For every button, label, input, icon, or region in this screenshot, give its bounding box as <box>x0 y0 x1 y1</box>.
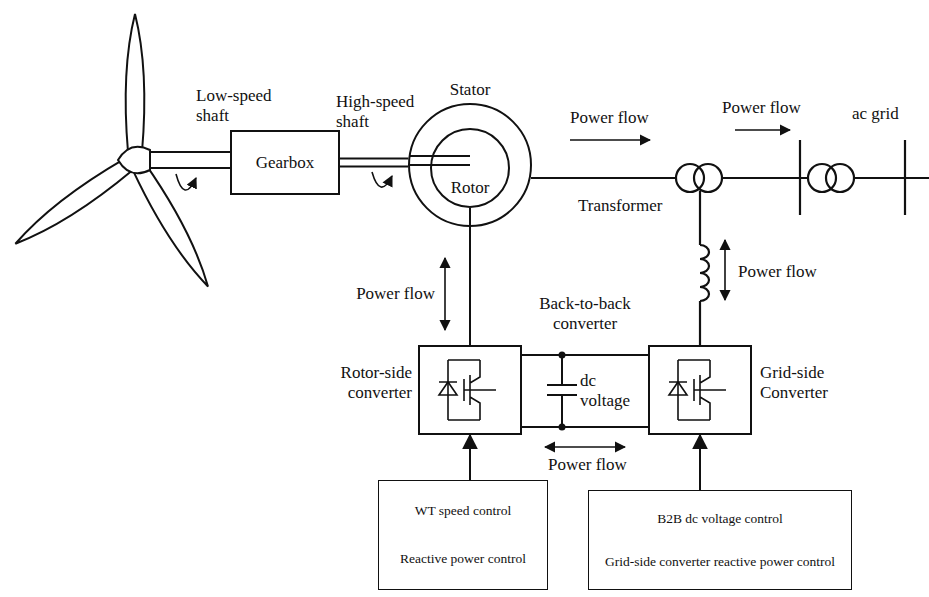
power-flow-label: Power flow <box>738 262 828 282</box>
dc-voltage-label: dc voltage <box>580 371 640 410</box>
shaft-label: Low-speed shaft <box>196 86 280 125</box>
dc-capacitor <box>547 353 577 430</box>
node-text: WT speed control <box>415 503 511 519</box>
connector <box>699 435 701 490</box>
node-text: Reactive power control <box>400 551 526 567</box>
node-text: Rotor-side converter <box>302 363 412 402</box>
converter-box: Rotor-side converter <box>418 345 522 435</box>
power-flow-label: Power flow <box>548 455 638 475</box>
node-text: Stator <box>410 80 530 100</box>
rotation-arrow <box>176 174 196 190</box>
shaft-label: High-speed shaft <box>336 92 426 131</box>
stator-circle: StatorRotor <box>408 103 532 227</box>
node-text: Grid-side converter reactive power contr… <box>605 554 835 570</box>
gearbox-box: Gearbox <box>230 130 340 195</box>
node-text: B2B dc voltage control <box>657 511 783 527</box>
high-speed-shaft <box>409 156 470 165</box>
node-text: Gearbox <box>256 153 315 173</box>
node-text: Grid-side Converter <box>760 363 860 402</box>
transformer-label: Transformer <box>578 196 678 216</box>
control-box: WT speed controlReactive power control <box>378 480 548 590</box>
rotor-circle: Rotor <box>430 128 510 208</box>
power-flow-label: Power flow <box>570 108 660 128</box>
power-flow-label: Power flow <box>722 98 804 118</box>
igbt-symbol <box>439 360 496 420</box>
low-speed-shaft <box>150 152 230 168</box>
connector <box>469 435 471 480</box>
converter-label: Back-to-back converter <box>515 294 655 333</box>
rotation-arrow <box>372 172 392 187</box>
grid-label: ac grid <box>852 104 922 124</box>
connector <box>522 355 648 427</box>
connector <box>469 208 471 345</box>
power-flow-arrow <box>445 130 790 447</box>
power-flow-label: Power flow <box>330 284 435 304</box>
converter-box: Grid-side Converter <box>648 345 752 435</box>
node-text: Rotor <box>451 178 490 198</box>
igbt-symbol <box>669 360 726 420</box>
connector <box>340 159 408 167</box>
control-box: B2B dc voltage controlGrid-side converte… <box>588 490 852 590</box>
